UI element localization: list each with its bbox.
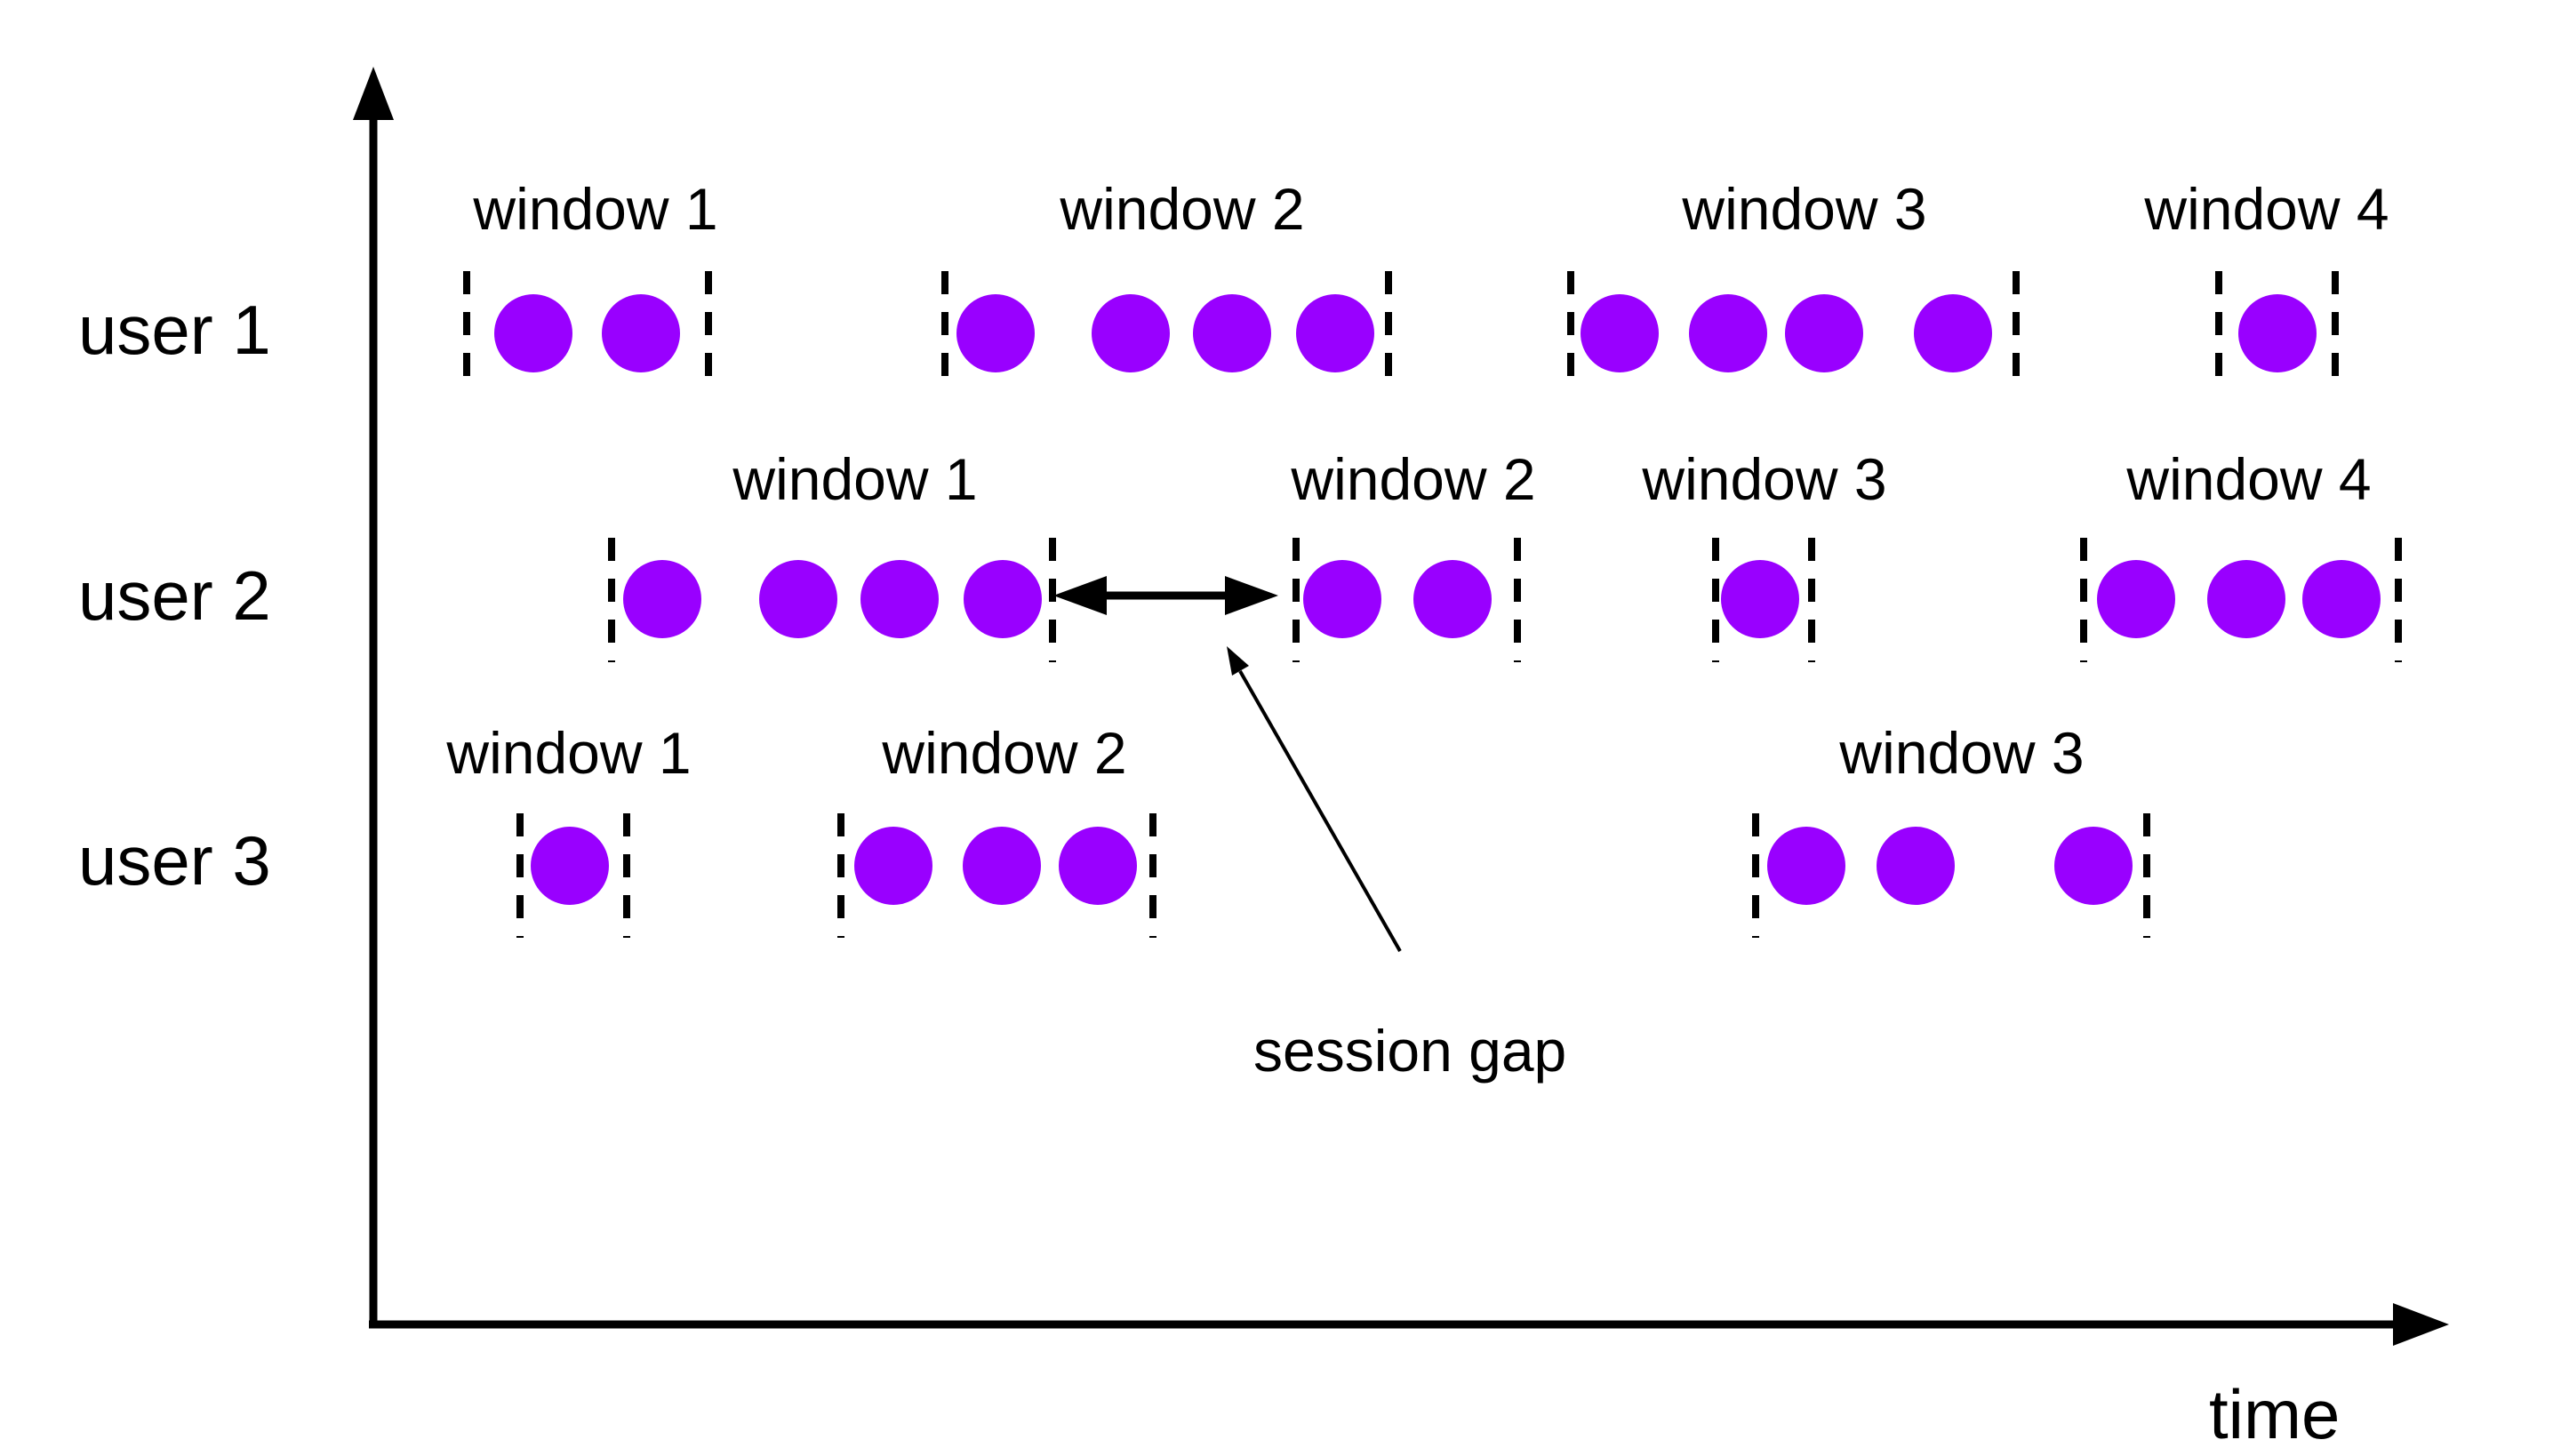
event-dot (602, 294, 680, 372)
x-axis-arrowhead (2393, 1303, 2449, 1346)
window-label: window 2 (1290, 446, 1535, 512)
event-dot (963, 827, 1041, 905)
y-axis-arrowhead (353, 67, 394, 120)
user-2-window-1: window 1 (608, 446, 1056, 662)
user-3-label: user 3 (78, 821, 271, 900)
window-label: window 3 (1838, 720, 2084, 786)
event-dot (1059, 827, 1137, 905)
user-1-label: user 1 (78, 291, 271, 369)
user-2-window-3: window 3 (1641, 446, 1887, 662)
window-label: window 1 (732, 446, 977, 512)
window-label: window 1 (445, 720, 691, 786)
window-label: window 4 (2143, 176, 2389, 242)
event-dot (1413, 560, 1492, 638)
session-gap-pointer-arrowhead (1227, 646, 1249, 676)
event-dot (759, 560, 837, 638)
event-dot (2054, 827, 2133, 905)
window-label: window 3 (1641, 446, 1886, 512)
event-dot (1914, 294, 1992, 372)
user-2-row: window 1 window 2 window 3 window 4 (608, 446, 2402, 662)
event-dot (494, 294, 572, 372)
session-gap-arrowhead-right (1225, 576, 1278, 615)
event-dot (531, 827, 609, 905)
event-dot (1689, 294, 1767, 372)
event-dot (2302, 560, 2381, 638)
event-dot (1767, 827, 1845, 905)
event-dot (1193, 294, 1271, 372)
window-label: window 1 (472, 176, 717, 242)
event-dot (2097, 560, 2175, 638)
event-dot (1303, 560, 1381, 638)
event-dot (956, 294, 1035, 372)
event-dot (1721, 560, 1799, 638)
event-dot (1785, 294, 1863, 372)
event-dot (1092, 294, 1170, 372)
user-3-window-2: window 2 (837, 720, 1156, 938)
event-dot (2207, 560, 2285, 638)
user-1-window-2: window 2 (941, 176, 1392, 391)
window-label: window 2 (1059, 176, 1304, 242)
user-3-row: window 1 window 2 window 3 (445, 720, 2150, 938)
session-gap-annotation: session gap (1053, 576, 1566, 1084)
axes: time (353, 67, 2449, 1453)
event-dot (1581, 294, 1659, 372)
event-dot (2238, 294, 2317, 372)
user-3-window-3: window 3 (1752, 720, 2150, 938)
window-label: window 4 (2125, 446, 2371, 512)
user-1-window-4: window 4 (2143, 176, 2389, 391)
user-1-row: window 1 window 2 window 3 window 4 (463, 176, 2389, 391)
x-axis-label: time (2209, 1375, 2340, 1453)
session-gap-label: session gap (1253, 1018, 1566, 1084)
session-gap-arrowhead-left (1053, 576, 1107, 615)
event-dot (860, 560, 939, 638)
user-1-window-3: window 3 (1567, 176, 2020, 391)
user-2-window-2: window 2 (1290, 446, 1536, 662)
event-dot (1296, 294, 1374, 372)
session-gap-pointer-line (1238, 670, 1402, 952)
user-labels: user 1 user 2 user 3 (78, 291, 271, 900)
event-dot (623, 560, 701, 638)
event-dot (1877, 827, 1955, 905)
event-dot (964, 560, 1042, 638)
window-label: window 3 (1681, 176, 1926, 242)
user-3-window-1: window 1 (445, 720, 692, 938)
user-1-window-1: window 1 (463, 176, 718, 391)
user-2-label: user 2 (78, 556, 271, 635)
event-dot (854, 827, 932, 905)
user-2-window-4: window 4 (2080, 446, 2402, 662)
window-label: window 2 (881, 720, 1126, 786)
